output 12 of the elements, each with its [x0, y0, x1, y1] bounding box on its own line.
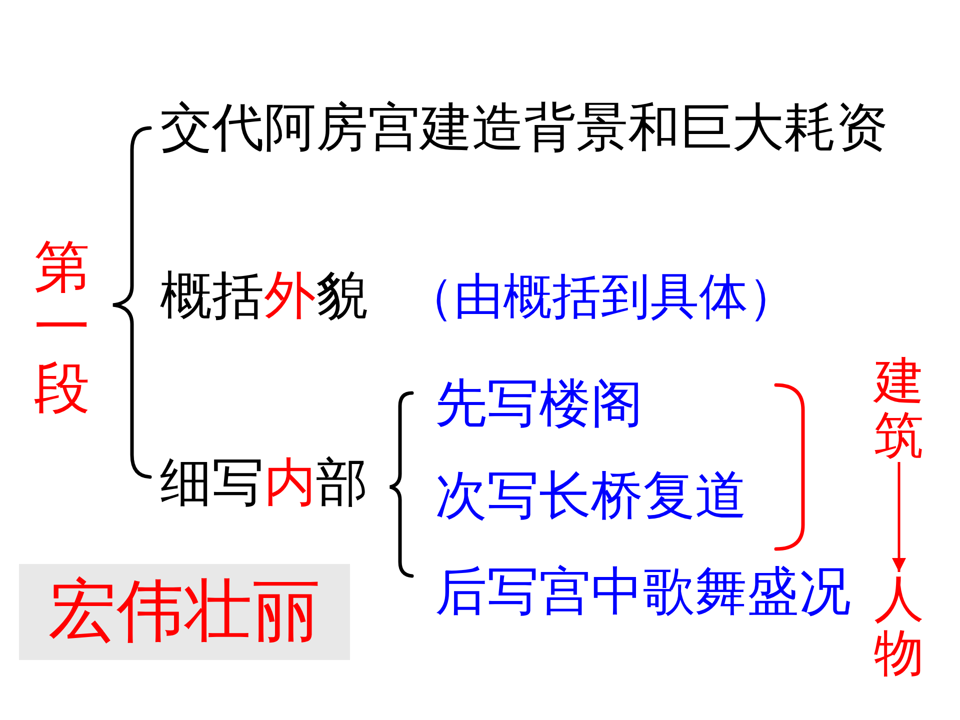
outline-item: 后写宫中歌舞盛况 [435, 564, 851, 622]
section-title: 第一段 [34, 238, 90, 420]
outline-item: 概括外貌 [160, 268, 368, 326]
outline-item: 先写楼阁 [435, 376, 643, 434]
vertical-label: 建筑 [874, 354, 924, 462]
outline-item: 次写长桥复道 [435, 468, 747, 526]
outline-item: 细写内部 [160, 455, 368, 512]
outline-item: 交代阿房宫建造背景和巨大耗资 [160, 100, 888, 158]
arrow [892, 462, 906, 572]
vertical-label: 人物 [874, 572, 924, 680]
note-text: （由概括到具体） [405, 270, 797, 324]
box-label: 宏伟壮丽 [48, 574, 320, 650]
